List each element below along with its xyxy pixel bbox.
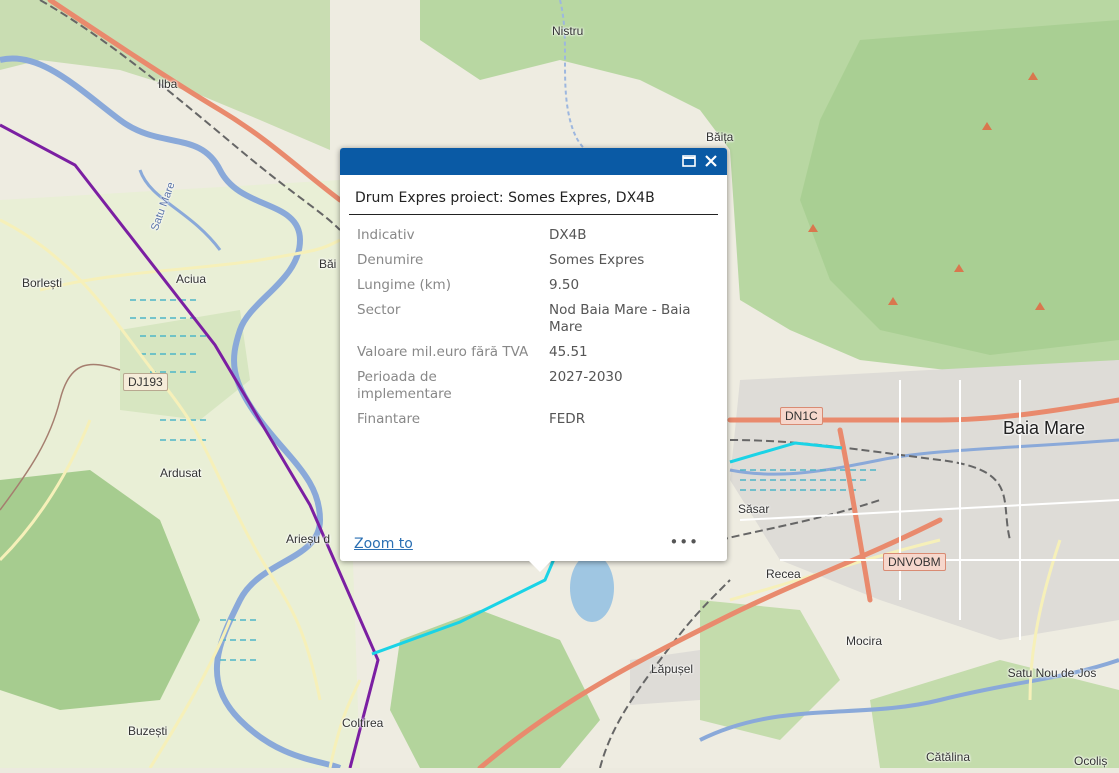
- more-actions-icon[interactable]: •••: [669, 533, 699, 551]
- popup-pointer: [528, 560, 552, 572]
- popup-title: Drum Expres proiect: Somes Expres, DX4B: [349, 175, 718, 215]
- maximize-icon[interactable]: [681, 153, 697, 169]
- attribute-key: Indicativ: [357, 227, 415, 243]
- attribute-key: Valoare mil.euro fără TVA: [357, 344, 529, 360]
- attribute-row: Valoare mil.euro fără TVA 45.51: [349, 340, 721, 365]
- attribute-key: Denumire: [357, 252, 424, 268]
- attribute-value: Nod Baia Mare - Baia Mare: [549, 302, 691, 335]
- place-label-catalina: Cătălina: [926, 750, 971, 764]
- popup-footer: Zoom to •••: [354, 533, 713, 552]
- place-label-satu-nou-de-jos: Satu Nou de Jos: [1007, 666, 1097, 680]
- attribute-value: 2027-2030: [549, 369, 623, 385]
- place-label-coltirea: Coltirea: [342, 716, 384, 730]
- attribute-value: Somes Expres: [549, 252, 645, 268]
- feature-popup: Drum Expres proiect: Somes Expres, DX4B …: [340, 148, 727, 572]
- place-label-baia-mare: Baia Mare: [1003, 418, 1086, 438]
- place-label-ocolis: Ocoliș: [1074, 754, 1108, 768]
- attribute-row: Denumire Somes Expres: [349, 248, 721, 273]
- attribute-row: Perioada de implementare 2027-2030: [349, 365, 721, 407]
- place-label-lapusel: Lăpușel: [651, 662, 694, 676]
- attribute-value: FEDR: [549, 411, 586, 427]
- place-label-sasar: Săsar: [738, 502, 770, 516]
- road-shield-dj193: DJ193: [123, 373, 168, 391]
- place-label-nistru: Nistru: [552, 24, 584, 38]
- place-label-ariesu: Arieșu d: [286, 532, 331, 546]
- road-shield-dnvobm: DNVOBM: [883, 553, 946, 571]
- attribute-key: Perioada de implementare: [357, 369, 452, 402]
- attribute-row: Indicativ DX4B: [349, 223, 721, 248]
- attribute-table: Indicativ DX4B Denumire Somes Expres Lun…: [349, 223, 721, 432]
- close-icon[interactable]: [703, 153, 719, 169]
- attribute-value: 9.50: [549, 277, 580, 293]
- place-label-recea: Recea: [766, 567, 801, 581]
- attribute-key: Lungime (km): [357, 277, 451, 293]
- attribute-row: Lungime (km) 9.50: [349, 273, 721, 298]
- place-label-borlesti: Borlești: [22, 276, 63, 290]
- place-label-mocira: Mocira: [846, 634, 883, 648]
- attribute-key: Finantare: [357, 411, 421, 427]
- place-label-ba: Băi: [319, 257, 337, 271]
- place-label-ardusat: Ardusat: [160, 466, 202, 480]
- attribute-row: Finantare FEDR: [349, 407, 721, 432]
- place-label-aciua: Aciua: [176, 272, 207, 286]
- popup-header: [340, 148, 727, 175]
- place-label-baita: Băița: [706, 130, 734, 144]
- attribute-row: Sector Nod Baia Mare - Baia Mare: [349, 298, 721, 340]
- attribute-value: 45.51: [549, 344, 588, 360]
- zoom-to-link[interactable]: Zoom to: [354, 536, 413, 552]
- road-shield-dn1c: DN1C: [780, 407, 823, 425]
- attribute-value: DX4B: [549, 227, 587, 243]
- place-label-buzesti: Buzești: [128, 724, 168, 738]
- place-label-ilba: Ilba: [158, 77, 178, 91]
- attribute-key: Sector: [357, 302, 401, 318]
